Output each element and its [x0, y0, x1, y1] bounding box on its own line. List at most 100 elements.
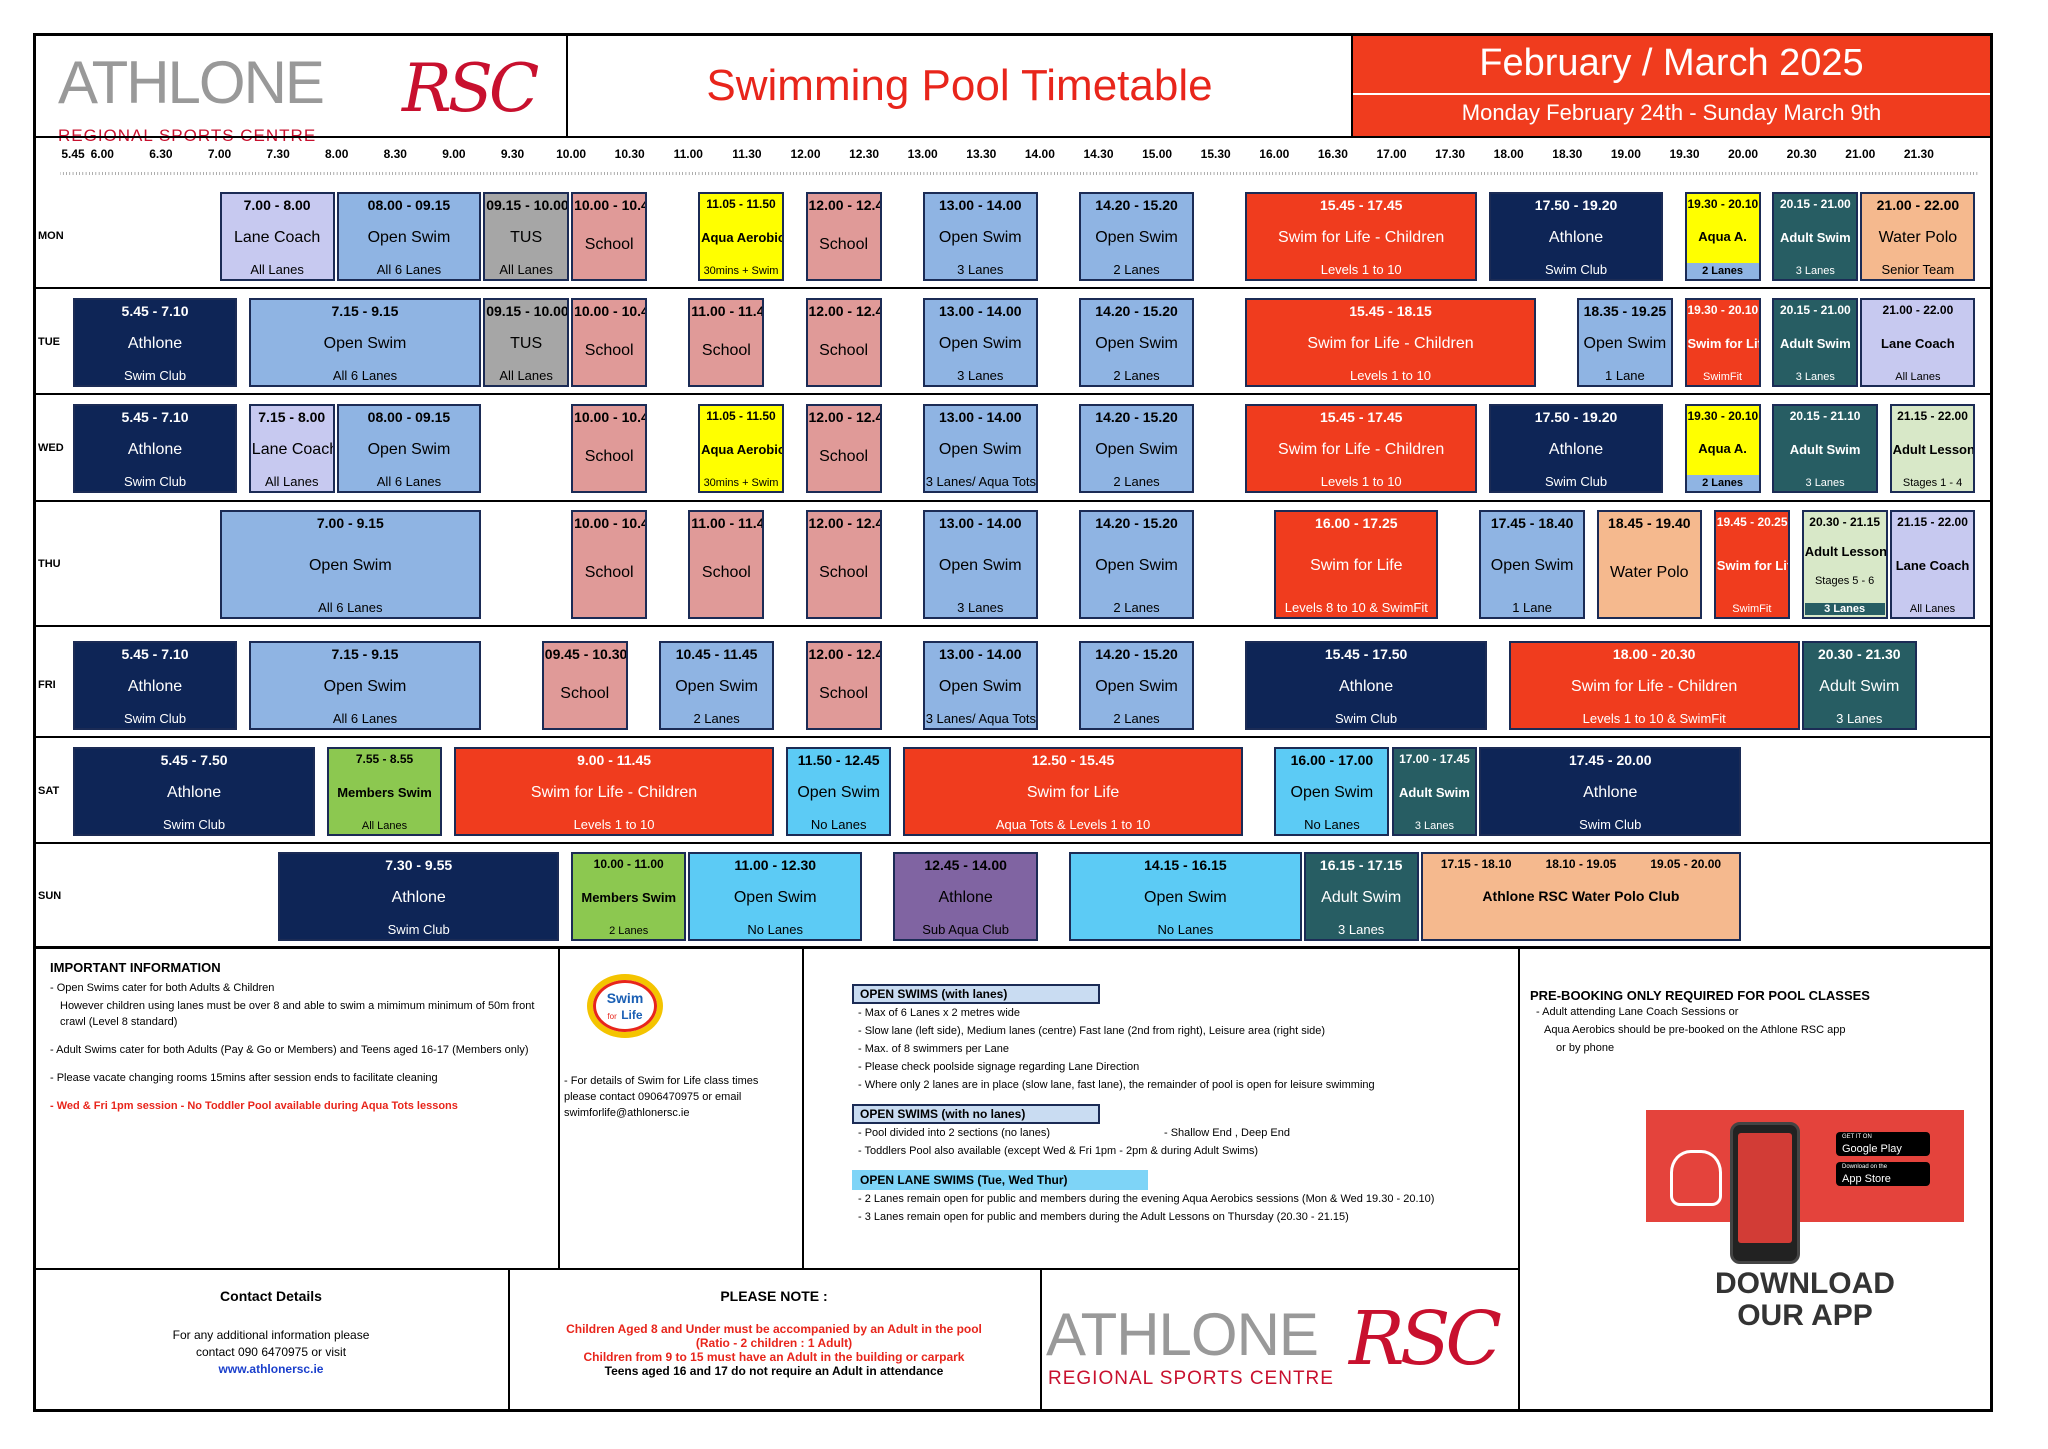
session-sub: Swim Club — [1544, 261, 1608, 277]
session-time: 14.20 - 15.20 — [1095, 646, 1178, 662]
session-title: Adult Lessons — [1892, 441, 1976, 457]
session-time: 7.15 - 9.15 — [331, 303, 399, 319]
session-title: School — [584, 448, 634, 466]
session-sub: All Lanes — [361, 819, 408, 832]
prebook-heading: PRE-BOOKING ONLY REQUIRED FOR POOL CLASS… — [1530, 988, 1870, 1003]
session-sub: 3 Lanes — [1795, 264, 1835, 277]
prebook-l1: - Adult attending Lane Coach Sessions or — [1536, 1006, 1739, 1018]
session-title: Open Swim — [1144, 889, 1227, 907]
app-store-badge[interactable]: Download on the App Store — [1836, 1162, 1930, 1186]
session-title: Open Swim — [938, 678, 1022, 696]
sfl-logo-b: for — [607, 1012, 617, 1021]
session-time: 10.00 - 10.40 — [574, 303, 645, 319]
session-sub: Stages 1 - 4 — [1902, 476, 1963, 489]
row-divider — [36, 393, 1990, 395]
time-label: 5.45 — [61, 147, 85, 161]
session-time: 09.45 - 10.30 — [544, 646, 628, 662]
session-sub: All Lanes — [499, 367, 553, 383]
note-l1: Children Aged 8 and Under must be accomp… — [566, 1322, 982, 1336]
prebook-l2: Aqua Aerobics should be pre-booked on th… — [1544, 1023, 1846, 1036]
session-time: 13.00 - 14.00 — [939, 646, 1022, 662]
session-time: 10.00 - 10.40 — [574, 409, 645, 425]
session-title: Aqua Aerobics — [701, 441, 784, 457]
session-time: 18.10 - 19.05 — [1545, 857, 1617, 871]
row-divider — [36, 500, 1990, 502]
session-title: Open Swim — [733, 889, 817, 907]
time-label: 8.00 — [325, 147, 349, 161]
session-title: Lane Coach — [1895, 557, 1970, 573]
session-sub: All 6 Lanes — [332, 710, 398, 726]
footer-logo-sub: REGIONAL SPORTS CENTRE — [1048, 1368, 1334, 1389]
session-sub: Levels 1 to 10 — [1320, 261, 1402, 277]
session-time: 10.00 - 10.40 — [574, 197, 645, 213]
session-extra: 3 Lanes — [1804, 602, 1885, 615]
please-note-panel: PLEASE NOTE : Children Aged 8 and Under … — [510, 1288, 1038, 1378]
footer-logo-text: ATHLONE — [1046, 1301, 1319, 1368]
time-label: 12.00 — [790, 147, 821, 161]
session-title: Adult Swim — [1399, 784, 1470, 800]
time-label: 19.00 — [1610, 147, 1641, 161]
session-title: Swim for Life — [1716, 557, 1788, 573]
session-title: Athlone RSC Water Polo Club — [1482, 888, 1680, 905]
session-title: School — [819, 448, 869, 466]
session-title: School — [701, 342, 751, 360]
time-label: 6.00 — [90, 147, 114, 161]
session-sub: 3 Lanes — [1836, 710, 1883, 726]
session-time: 12.00 - 12.40 — [808, 197, 880, 213]
session-time: 10.00 - 11.00 — [593, 857, 664, 871]
session-sub: 30mins + Swim — [703, 476, 779, 489]
session-title: Members Swim — [581, 889, 677, 905]
session-time: 20.30 - 21.30 — [1818, 646, 1901, 662]
info-list-item: - 2 Lanes remain open for public and mem… — [858, 1192, 1435, 1205]
download-app-banner[interactable]: GET IT ON Google Play Download on the Ap… — [1646, 1110, 1964, 1342]
session-sub: Sub Aqua Club — [922, 921, 1009, 937]
open-lane-swims-title: OPEN LANE SWIMS (Tue, Wed Thur) — [852, 1169, 1148, 1190]
session-time: 18.45 - 19.40 — [1608, 515, 1691, 531]
session-time: 7.30 - 9.55 — [385, 857, 453, 873]
session-time: 08.00 - 09.15 — [367, 409, 451, 425]
session-title: Aqua A. — [1698, 228, 1747, 244]
header-logo: ATHLONE REGIONAL SPORTS CENTRE RSC — [36, 36, 568, 145]
session-time: 11.00 - 11.40 — [691, 303, 765, 319]
page-title-text: Swimming Pool Timetable — [706, 61, 1213, 110]
footer-logo-mark: RSC — [1349, 1296, 1502, 1382]
nolanes-item-2: - Toddlers Pool also available (except W… — [858, 1144, 1259, 1157]
sfl-logo-a: Swim — [606, 990, 644, 1006]
session-time: 15.45 - 17.45 — [1319, 409, 1403, 425]
google-play-badge[interactable]: GET IT ON Google Play — [1836, 1132, 1930, 1156]
session-sub: 3 Lanes — [957, 599, 1004, 615]
session-time: 20.30 - 21.15 — [1809, 515, 1880, 529]
session-time: 9.00 - 11.45 — [577, 752, 652, 768]
session-title: Swim for Life - Children — [1278, 229, 1445, 247]
session-title: Open Swim — [938, 229, 1022, 247]
google-play-small: GET IT ON — [1842, 1134, 1872, 1140]
session-title: Open Swim — [1095, 441, 1178, 459]
session-sub: Swim Club — [123, 473, 187, 489]
session-sub: Levels 1 to 10 — [1320, 473, 1402, 489]
contact-link[interactable]: www.athlonersc.ie — [218, 1362, 324, 1376]
session-sub: No Lanes — [1157, 921, 1214, 937]
